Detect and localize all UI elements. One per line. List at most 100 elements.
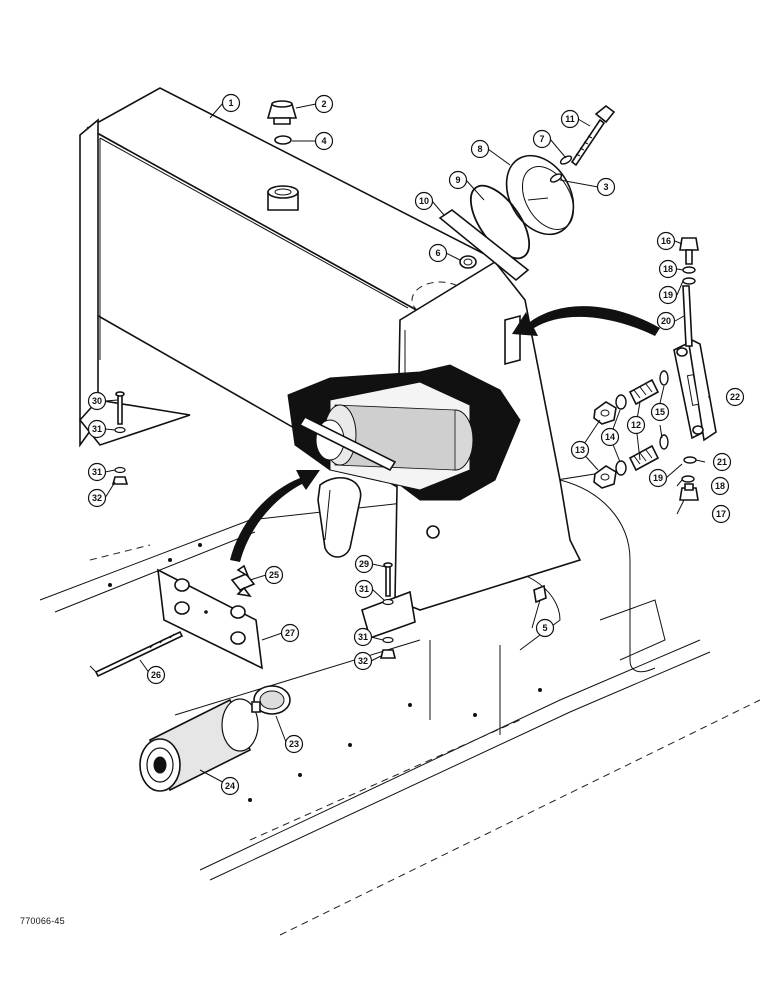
callout-22: 22 (725, 387, 745, 407)
svg-text:16: 16 (661, 236, 671, 246)
svg-text:20: 20 (661, 316, 671, 326)
svg-text:22: 22 (730, 392, 740, 402)
figure-id-label: 770066-45 (20, 916, 65, 926)
cap-screw (570, 104, 616, 167)
svg-text:12: 12 (631, 420, 641, 430)
nipple (628, 444, 660, 472)
svg-text:9: 9 (455, 175, 460, 185)
callout-32-b: 32 (353, 651, 373, 671)
callout-7: 7 (532, 129, 552, 149)
washer (382, 598, 394, 606)
assembly-arrow-lower (230, 470, 320, 562)
sight-gauge (673, 336, 717, 442)
callout-11: 11 (560, 109, 580, 129)
callout-6: 6 (428, 243, 448, 263)
callout-32: 32 (87, 488, 107, 508)
callout-14: 14 (600, 427, 620, 447)
svg-text:31: 31 (358, 632, 368, 642)
svg-text:18: 18 (715, 481, 725, 491)
callout-26: 26 (146, 665, 166, 685)
callout-4: 4 (314, 131, 334, 151)
machine-frame-outline (39, 469, 761, 936)
svg-text:13: 13 (575, 445, 585, 455)
svg-text:23: 23 (289, 739, 299, 749)
callout-29: 29 (354, 554, 374, 574)
svg-text:14: 14 (605, 432, 615, 442)
callout-19-lower: 19 (648, 468, 668, 488)
filter-element (139, 698, 259, 792)
cap-screw (115, 391, 125, 425)
callout-24: 24 (220, 776, 240, 796)
callout-21: 21 (712, 452, 732, 472)
bolt (679, 483, 699, 501)
svg-text:19: 19 (653, 473, 663, 483)
callout-2: 2 (314, 94, 334, 114)
assembly-arrow-upper (512, 306, 660, 336)
svg-text:24: 24 (225, 781, 235, 791)
callout-5: 5 (535, 618, 555, 638)
callout-10: 10 (414, 191, 434, 211)
callout-1: 1 (221, 93, 241, 113)
cap-screw (383, 562, 393, 597)
wing-nut (230, 564, 256, 598)
relief-valve (251, 685, 291, 715)
nut (593, 465, 617, 489)
svg-text:5: 5 (542, 623, 547, 633)
callout-30: 30 (87, 391, 107, 411)
washer (683, 456, 697, 464)
svg-text:32: 32 (358, 656, 368, 666)
callout-31: 31 (87, 419, 107, 439)
o-ring (469, 184, 531, 260)
washer (114, 466, 126, 474)
rod (89, 630, 184, 678)
nut (111, 476, 129, 485)
svg-text:6: 6 (435, 248, 440, 258)
callout-25: 25 (264, 565, 284, 585)
svg-text:31: 31 (92, 424, 102, 434)
svg-text:11: 11 (565, 114, 575, 124)
gasket (438, 209, 530, 282)
svg-text:17: 17 (716, 509, 726, 519)
callout-20: 20 (656, 311, 676, 331)
svg-text:18: 18 (663, 264, 673, 274)
svg-text:31: 31 (359, 584, 369, 594)
washer (559, 155, 573, 165)
washer (615, 394, 627, 410)
o-ring (682, 266, 696, 274)
callout-8: 8 (470, 139, 490, 159)
fitting (459, 255, 477, 269)
fitting (533, 584, 547, 604)
svg-text:26: 26 (151, 670, 161, 680)
bolt (679, 237, 699, 265)
svg-text:1: 1 (228, 98, 233, 108)
callout-15: 15 (650, 402, 670, 422)
washer (615, 460, 627, 476)
o-ring (659, 370, 669, 386)
nipple (628, 378, 660, 406)
callout-13: 13 (570, 440, 590, 460)
svg-text:29: 29 (359, 559, 369, 569)
svg-text:21: 21 (717, 457, 727, 467)
filler-cap (266, 100, 298, 125)
o-ring (659, 434, 669, 450)
nut (379, 649, 397, 659)
svg-text:15: 15 (655, 407, 665, 417)
svg-text:32: 32 (92, 493, 102, 503)
washer (382, 636, 394, 644)
o-ring (274, 135, 292, 145)
callout-12: 12 (626, 415, 646, 435)
callout-31-d: 31 (353, 627, 373, 647)
callout-18: 18 (658, 259, 678, 279)
svg-text:27: 27 (285, 628, 295, 638)
callout-3: 3 (596, 177, 616, 197)
lock-washer (549, 173, 563, 183)
svg-text:10: 10 (419, 196, 429, 206)
svg-text:31: 31 (92, 467, 102, 477)
washer (682, 277, 696, 285)
callout-19: 19 (658, 285, 678, 305)
svg-text:4: 4 (321, 136, 326, 146)
svg-text:19: 19 (663, 290, 673, 300)
svg-text:2: 2 (321, 99, 326, 109)
svg-text:3: 3 (603, 182, 608, 192)
